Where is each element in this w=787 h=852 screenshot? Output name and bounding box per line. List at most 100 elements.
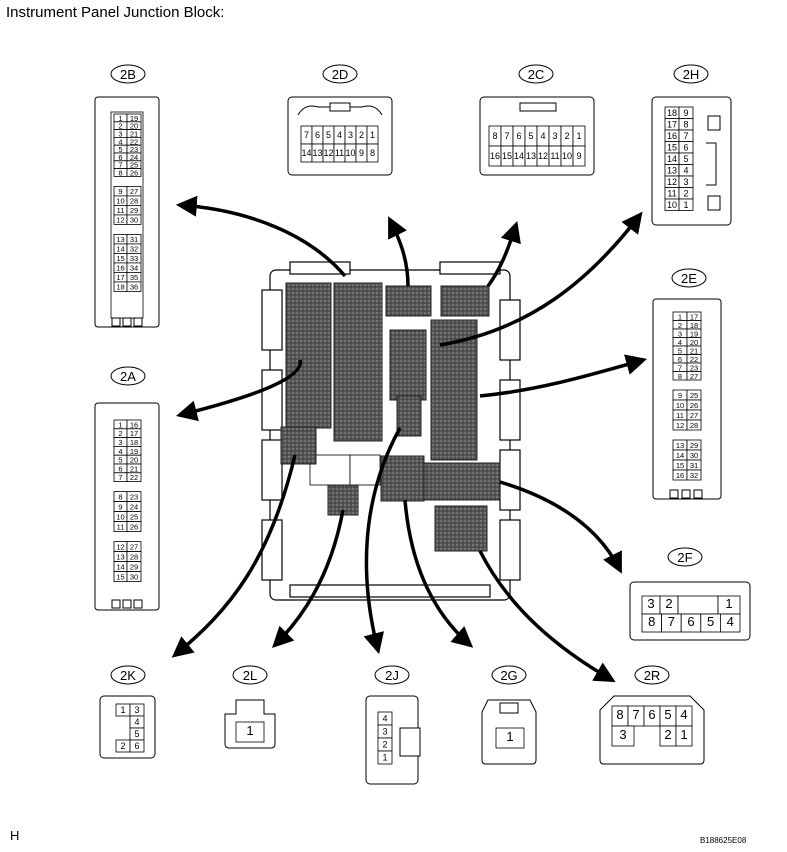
pin-number: 27 <box>690 411 698 420</box>
pin-number: 25 <box>130 161 138 170</box>
pin-number: 9 <box>683 108 688 118</box>
pin-cell <box>677 595 719 615</box>
pin-cell <box>126 168 142 177</box>
pin-number: 6 <box>118 153 122 162</box>
pin-number: 7 <box>683 131 688 141</box>
pin-number: 7 <box>118 473 122 482</box>
pin-number: 29 <box>690 441 698 450</box>
pin-number: 36 <box>130 283 138 292</box>
pin-number: 15 <box>116 573 124 582</box>
pin-number: 1 <box>120 705 125 715</box>
pin-number: 12 <box>323 148 333 158</box>
pin-cell <box>366 143 379 163</box>
pin-number: 2 <box>118 429 122 438</box>
pin-number: 6 <box>134 741 139 751</box>
pin-cell <box>686 469 702 481</box>
connector-2g: 2G 1 <box>481 665 537 765</box>
pin-number: 1 <box>506 729 513 744</box>
pin-cell <box>495 727 525 749</box>
pin-number: 8 <box>492 131 497 141</box>
pin-number: 8 <box>370 148 375 158</box>
pin-number: 17 <box>116 273 124 282</box>
pin-number: 29 <box>130 206 138 215</box>
connector-label: 2J <box>385 668 399 683</box>
pin-number: 10 <box>562 151 572 161</box>
pin-number: 9 <box>359 148 364 158</box>
pin-number: 16 <box>116 264 124 273</box>
pin-number: 13 <box>526 151 536 161</box>
pin-number: 32 <box>130 245 138 254</box>
pin-number: 12 <box>116 216 124 225</box>
pin-number: 28 <box>690 421 698 430</box>
pin-number: 9 <box>118 187 122 196</box>
pin-cell <box>126 472 142 482</box>
pin-number: 15 <box>676 461 684 470</box>
pin-number: 7 <box>118 161 122 170</box>
pin-number: 20 <box>130 456 138 465</box>
pin-number: 10 <box>116 197 124 206</box>
pin-number: 25 <box>130 513 138 522</box>
pin-number: 11 <box>676 411 684 420</box>
pin-number: 14 <box>514 151 524 161</box>
pin-number: 4 <box>118 447 122 456</box>
pin-number: 1 <box>118 114 122 123</box>
connector-label: 2E <box>681 271 697 286</box>
pin-number: 14 <box>116 563 124 572</box>
connector-2l: 2L 1 <box>224 665 276 749</box>
connector-label: 2C <box>528 67 545 82</box>
connector-label: 2H <box>683 67 700 82</box>
pin-number: 17 <box>690 312 698 321</box>
pin-number: 5 <box>326 130 331 140</box>
pin-number: 9 <box>118 503 122 512</box>
pin-number: 7 <box>632 707 639 722</box>
pin-number: 5 <box>118 145 122 154</box>
pin-number: 3 <box>118 130 122 139</box>
pin-cell <box>129 739 145 753</box>
pin-number: 6 <box>687 614 694 629</box>
diagram-title: Instrument Panel Junction Block: <box>6 4 225 21</box>
pin-number: 5 <box>664 707 671 722</box>
pin-cell <box>126 281 142 292</box>
connector-label: 2B <box>120 67 136 82</box>
pin-number: 18 <box>690 321 698 330</box>
pin-number: 6 <box>516 131 521 141</box>
pin-number: 2 <box>118 122 122 131</box>
pin-number: 11 <box>335 148 344 158</box>
pin-number: 1 <box>246 723 253 738</box>
pin-cell <box>686 371 702 381</box>
pin-number: 5 <box>683 154 688 164</box>
pin-number: 4 <box>540 131 545 141</box>
pin-number: 5 <box>118 456 122 465</box>
pin-number: 20 <box>690 338 698 347</box>
pin-number: 13 <box>667 165 677 175</box>
pin-cell <box>235 721 265 743</box>
pin-number: 14 <box>116 245 124 254</box>
pin-number: 35 <box>130 273 138 282</box>
figure-code: B188625E08 <box>700 836 747 845</box>
pin-number: 30 <box>690 451 698 460</box>
pin-number: 12 <box>667 177 677 187</box>
pin-number: 25 <box>690 391 698 400</box>
pin-number: 26 <box>130 169 138 178</box>
pin-number: 9 <box>678 391 682 400</box>
pin-number: 16 <box>667 131 677 141</box>
pin-number: 27 <box>690 372 698 381</box>
pin-number: 23 <box>130 145 138 154</box>
pin-number: 15 <box>116 254 124 263</box>
connector-label: 2D <box>332 67 349 82</box>
pin-number: 7 <box>504 131 509 141</box>
pin-number: 19 <box>130 447 138 456</box>
pin-number: 18 <box>130 438 138 447</box>
pin-cell <box>686 419 702 431</box>
pin-number: 26 <box>130 523 138 532</box>
pin-number: 10 <box>116 513 124 522</box>
pin-cell <box>720 613 741 633</box>
pin-number: 5 <box>678 346 682 355</box>
pin-number: 26 <box>690 401 698 410</box>
pin-number: 4 <box>683 165 688 175</box>
